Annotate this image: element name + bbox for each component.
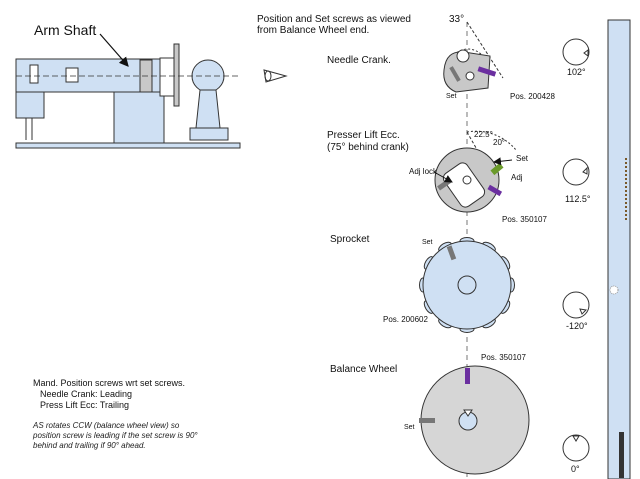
needle-crank-set-screw (477, 66, 497, 77)
needle-crank-set-label: Set (446, 93, 457, 100)
presser-adj-label: Adj (511, 173, 523, 182)
header-angle: 33° (449, 14, 465, 25)
presser-set-screw (487, 184, 503, 197)
adj-screw (490, 162, 504, 176)
dial-0-label: 0° (571, 464, 580, 474)
dial-0 (562, 434, 590, 462)
presser-set-label: Set (516, 154, 529, 163)
italic-note: AS rotates CCW (balance wheel view) so p… (33, 421, 198, 450)
sewing-machine-side-view (15, 43, 241, 149)
presser-lift-title-2: (75° behind crank) (327, 142, 409, 153)
sprocket-set-label: Set (422, 239, 433, 246)
machine-pillar (113, 91, 165, 144)
presser-lift-eccentric (442, 162, 486, 208)
dial-102-label: 102° (567, 67, 586, 77)
shaft-collar (65, 67, 79, 83)
dial-indicators (562, 38, 590, 462)
needle-crank-position-screw (449, 66, 461, 82)
sprocket-pos: Pos. 200602 (383, 315, 428, 324)
dial-102 (562, 38, 590, 66)
notes-line2: Needle Crank: Leading (40, 389, 133, 399)
dial-minus120 (562, 291, 590, 319)
needle-crank-side (29, 64, 39, 84)
presser-adj-lock-label: Adj lock (409, 167, 438, 176)
vertical-shaft (607, 19, 631, 479)
header-line2: from Balance Wheel end. (257, 25, 370, 36)
balance-wheel-set-label: Set (404, 424, 415, 431)
balance-wheel-side (173, 43, 180, 107)
balance-wheel-pos: Pos. 350107 (481, 353, 526, 362)
set-pointer (493, 157, 513, 166)
needle-crank-title: Needle Crank. (327, 55, 391, 66)
notes-line1: Mand. Position screws wrt set screws. (33, 378, 186, 388)
presser-angle-b: 20° (493, 138, 506, 147)
crank-pin (456, 49, 470, 63)
balance-wheel-position-screw (465, 368, 470, 384)
balance-wheel-diagram (419, 365, 530, 475)
arm-shaft-label: Arm Shaft (34, 22, 97, 38)
arm-shaft-arrow (99, 33, 129, 67)
machine-arm (15, 58, 165, 93)
sprocket-title: Sprocket (330, 234, 370, 245)
crank-bore (465, 71, 475, 81)
sprocket-set-screw (446, 245, 457, 261)
eye-icon (263, 69, 288, 83)
dial-minus120-label: -120° (566, 321, 588, 331)
presser-lift-title-1: Presser Lift Ecc. (327, 130, 400, 141)
adj-lock-pointer (433, 171, 453, 183)
presser-pos: Pos. 350107 (502, 215, 547, 224)
sprocket-hub (457, 275, 477, 295)
header-line1: Position and Set screws as viewed (257, 14, 411, 25)
balance-wheel-set-screw (419, 418, 435, 423)
needle-crank-pos: Pos. 200428 (510, 92, 555, 101)
sprocket-diagram (419, 237, 515, 333)
balance-wheel-title: Balance Wheel (330, 364, 398, 375)
dial-112-label: 112.5° (565, 194, 591, 204)
presser-lift-diagram (433, 130, 517, 213)
presser-angle-a: 22.5° (474, 130, 493, 139)
machine-head (15, 91, 45, 119)
motor-base (189, 127, 229, 141)
dial-112 (562, 158, 590, 186)
machine-bed (15, 142, 241, 149)
needle-crank-diagram (443, 21, 504, 93)
notes-line3: Press Lift Ecc: Trailing (40, 400, 130, 410)
needle-bar (25, 118, 33, 140)
motor-stand (195, 89, 221, 129)
